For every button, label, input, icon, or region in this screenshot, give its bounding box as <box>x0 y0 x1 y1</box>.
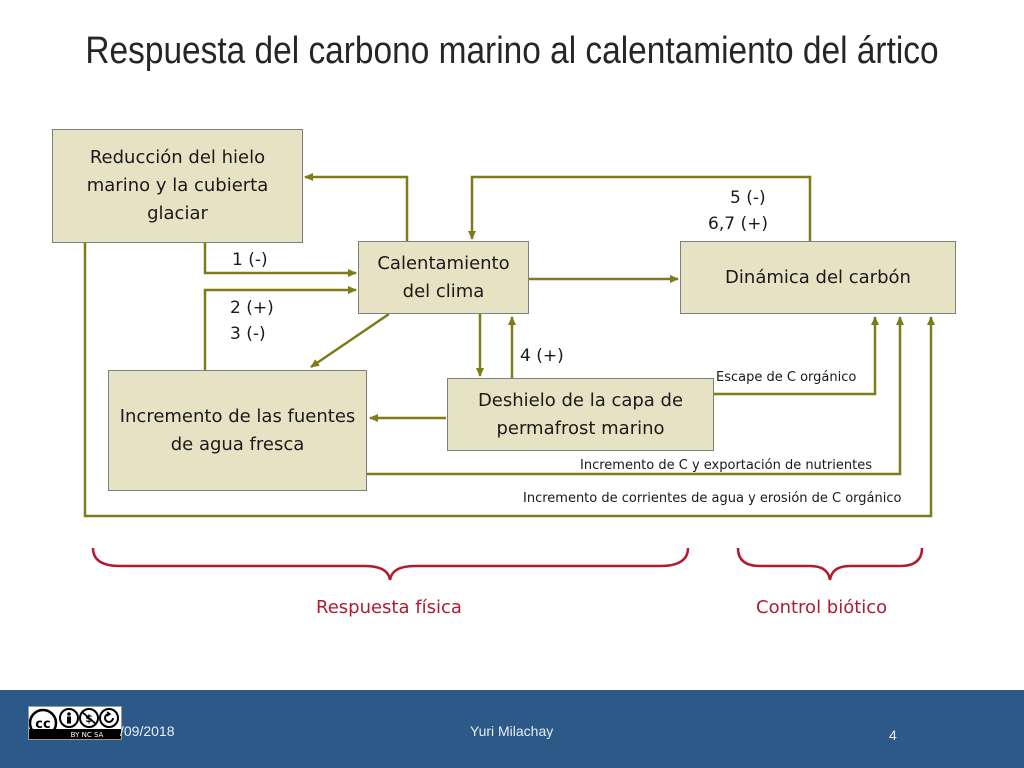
label-feedback-3: 3 (-) <box>230 324 266 344</box>
page-number: 4 <box>889 727 897 743</box>
label-feedback-1: 1 (-) <box>232 250 268 270</box>
arrow-sea-ice-to-carbon-erosion <box>83 243 935 518</box>
brace-physical-response <box>91 547 690 581</box>
arrow-freshwater-to-warming-2-3 <box>203 286 357 370</box>
arrow-sea-ice-to-warming-1 <box>203 243 357 277</box>
label-feedback-5: 5 (-) <box>730 188 766 208</box>
box-freshwater-increase: Incremento de las fuentes de agua fresca <box>108 370 367 491</box>
brace-biotic-control <box>736 547 924 581</box>
label-escape-organic-carbon: Escape de C orgánico <box>716 370 857 385</box>
arrow-warming-to-sea-ice <box>304 173 409 241</box>
svg-text:cc: cc <box>35 717 50 732</box>
box-permafrost-thaw: Deshielo de la capa de permafrost marino <box>447 378 714 451</box>
box-freshwater-increase-label: Incremento de las fuentes de agua fresca <box>119 405 356 455</box>
arrow-freshwater-to-carbon-export <box>367 316 904 476</box>
category-physical-response: Respuesta física <box>316 597 462 618</box>
arrow-warming-to-freshwater <box>310 312 390 369</box>
footer-bar <box>0 690 1024 768</box>
label-feedback-4: 4 (+) <box>520 346 564 366</box>
slide-title: Respuesta del carbono marino al calentam… <box>85 30 939 72</box>
box-permafrost-thaw-label: Deshielo de la capa de permafrost marino <box>477 389 684 439</box>
label-carbon-nutrient-export: Incremento de C y exportación de nutrien… <box>580 458 872 473</box>
box-carbon-dynamics-label: Dinámica del carbón <box>725 266 911 288</box>
footer-date: /09/2018 <box>120 723 175 739</box>
arrow-permafrost-to-carbon-escape <box>714 316 879 396</box>
feedback-arrows <box>83 173 935 581</box>
license-text: BY NC SA <box>71 731 104 739</box>
arrow-carbon-to-warming <box>468 175 812 241</box>
box-climate-warming: Calentamiento del clima <box>358 241 529 314</box>
box-sea-ice-reduction-label: Reducción del hielo marino y la cubierta… <box>86 147 269 224</box>
box-carbon-dynamics: Dinámica del carbón <box>680 241 956 314</box>
box-climate-warming-label: Calentamiento del clima <box>377 252 510 302</box>
label-feedback-2: 2 (+) <box>230 298 274 318</box>
label-feedback-6-7: 6,7 (+) <box>708 214 768 234</box>
category-biotic-control: Control biótico <box>756 597 888 618</box>
label-water-currents-erosion: Incremento de corrientes de agua y erosi… <box>523 491 902 506</box>
creative-commons-by-nc-sa-icon: cc $ BY NC SA <box>28 706 122 740</box>
box-sea-ice-reduction: Reducción del hielo marino y la cubierta… <box>52 129 303 243</box>
footer-author: Yuri Milachay <box>470 723 554 739</box>
